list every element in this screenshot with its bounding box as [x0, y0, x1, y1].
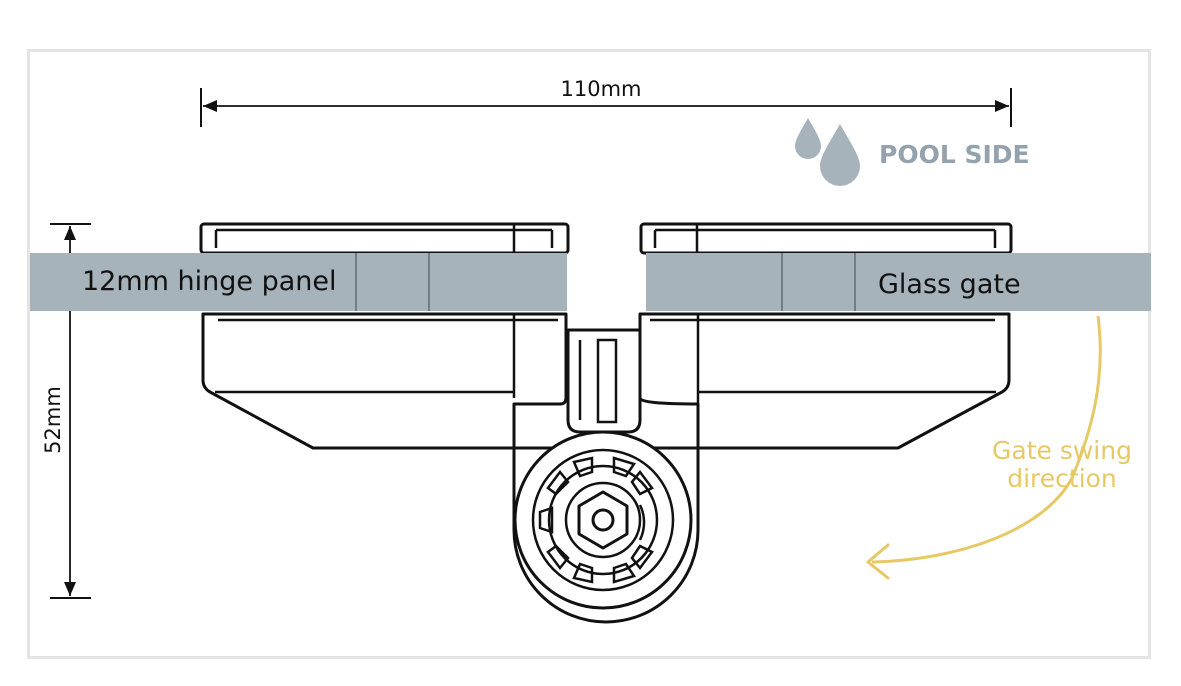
swing-label-line1: Gate swing	[992, 436, 1132, 465]
swing-arrow-icon	[866, 315, 1102, 580]
right-bottom-clamp	[638, 312, 1011, 450]
swing-label-line2: direction	[1007, 464, 1117, 493]
left-bottom-clamp	[201, 312, 568, 450]
hinge-glass-panel	[30, 253, 567, 311]
right-top-clamp	[639, 222, 1013, 255]
barrel-segments	[538, 456, 654, 584]
water-drops-icon	[795, 118, 860, 186]
width-label: 110mm	[561, 77, 642, 101]
height-label: 52mm	[41, 386, 65, 454]
diagram-frame	[27, 49, 1151, 659]
pool-side-label: POOL SIDE	[879, 140, 1030, 169]
glass-gate-label: Glass gate	[878, 269, 1021, 300]
hex-nut-icon	[564, 481, 642, 559]
left-top-clamp	[199, 222, 570, 255]
hinge-panel-label: 12mm hinge panel	[82, 266, 337, 297]
hinge-knuckle	[566, 328, 642, 434]
gate-glass-panel	[646, 253, 1151, 311]
width-dimension: 110mm	[200, 77, 1012, 127]
